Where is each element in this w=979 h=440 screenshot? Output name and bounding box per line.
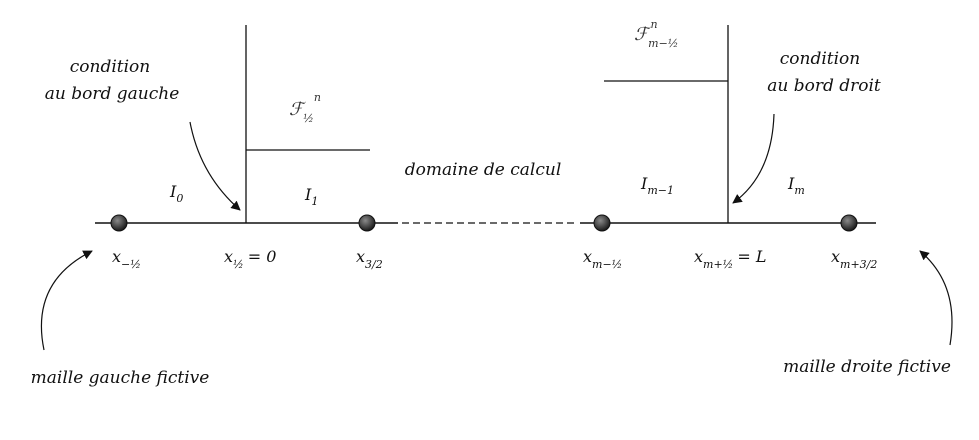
node-x-m-minus-half	[593, 214, 611, 232]
left-condition-line2: au bord gauche	[45, 84, 180, 104]
flux-left: ℱ½n	[289, 91, 321, 125]
flux-right: ℱm−½n	[634, 18, 678, 50]
arrow-left-ghost	[40, 250, 93, 351]
label-x-half: x½= 0	[224, 247, 276, 271]
node-x-three-half	[358, 214, 376, 232]
right-condition-line1: condition	[780, 49, 860, 69]
arrow-right-condition	[732, 113, 775, 204]
left-condition-line1: condition	[70, 57, 150, 77]
cell-Im-1: Im−1	[640, 174, 674, 197]
right-ghost-label: maille droite fictive	[783, 357, 951, 377]
arrow-right-ghost	[919, 250, 953, 346]
label-x-m-plus-half: xm+½= L	[694, 247, 766, 271]
right-condition-line2: au bord droit	[767, 76, 881, 96]
domain-label: domaine de calcul	[405, 160, 562, 180]
cell-Im: Im	[787, 174, 805, 197]
label-x-m-plus-three-half: xm+3/2	[831, 247, 877, 271]
arrow-left-condition	[189, 121, 241, 211]
label-x-m-minus-half: xm−½	[583, 247, 622, 271]
left-ghost-label: maille gauche fictive	[31, 368, 210, 388]
cell-I1: I1	[304, 185, 318, 208]
node-x-minus-half	[110, 214, 128, 232]
label-x-three-half: x3/2	[356, 247, 383, 271]
node-x-m-plus-three-half	[840, 214, 858, 232]
cell-I0: I0	[169, 182, 183, 205]
label-x-minus-half: x−½	[112, 247, 141, 271]
